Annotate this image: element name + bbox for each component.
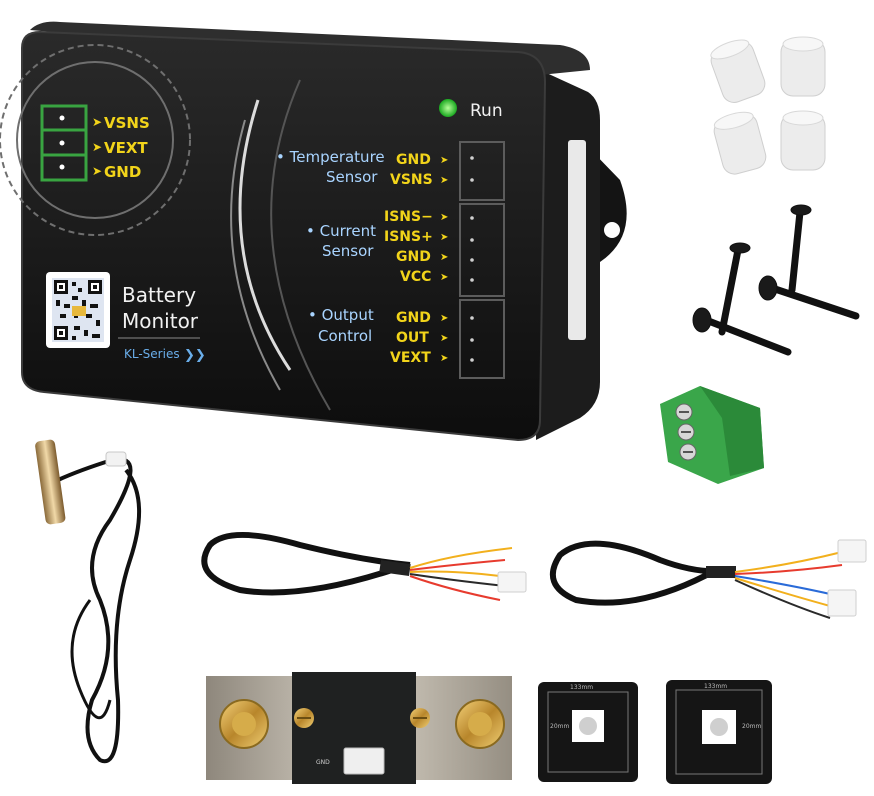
svg-text:➤: ➤ [440,252,448,263]
svg-text:➤: ➤ [92,140,102,154]
device-title-line1: Battery [122,283,196,307]
temp-label-1: • Temperature [276,148,385,166]
current-pin-vcc: VCC [400,269,431,285]
temperature-probe [35,439,141,764]
temp-label-2: Sensor [326,168,378,186]
device-title-line2: Monitor [122,309,199,333]
green-terminal-block [660,386,764,484]
output-label-2: Control [318,327,372,345]
current-sensor-cable [201,532,527,601]
current-pin-isns-plus: ISNS+ [384,229,433,245]
plate2-top-label: 133mm [704,683,727,690]
run-label: Run [470,101,503,121]
svg-text:➤: ➤ [440,272,448,283]
probe-connector [105,451,127,467]
temp-pin-vsns: VSNS [390,172,433,188]
screws [692,204,860,356]
svg-text:➤: ➤ [92,115,102,129]
output-pin-out: OUT [396,330,429,346]
svg-text:➤: ➤ [440,212,448,223]
shunt-resistor: GND [206,672,512,784]
nylon-spacers [710,36,826,175]
temp-pin-gnd: GND [396,152,431,168]
current-label-1: • Current [306,222,376,240]
left-terminal: ➤ ➤ ➤ VSNS VEXT GND [40,104,150,182]
output-pin-vext: VEXT [390,350,431,366]
side-connector-window [568,140,586,340]
svg-text:➤: ➤ [440,333,448,344]
battery-monitor-device: Run ➤ ➤ ➤ VSNS VEXT GND [0,21,627,442]
plate2-side-label: 20mm [742,723,761,730]
connector [837,539,867,563]
current-pin-isns-minus: ISNS− [384,209,433,225]
device-series: KL-Series [124,347,180,361]
svg-text:➤: ➤ [440,155,448,166]
shunt-pcb-label: GND [316,759,330,766]
output-pin-gnd: GND [396,310,431,326]
svg-text:➤: ➤ [440,353,448,364]
output-label-1: • Output [308,306,374,324]
left-pin-vsns: VSNS [104,114,150,132]
mounting-plate-1: 133mm 20mm [538,682,638,782]
mounting-hole [604,222,620,238]
connector [497,571,527,593]
svg-text:➤: ➤ [440,175,448,186]
output-cable [549,539,867,619]
right-pin-labels: GND VSNS ISNS− ISNS+ GND VCC GND OUT VEX… [384,152,433,366]
left-pin-gnd: GND [104,163,141,181]
svg-text:➤: ➤ [440,313,448,324]
current-pin-gnd: GND [396,249,431,265]
series-arrow: ❯❯ [184,348,206,363]
decorative-arcs [0,44,331,411]
svg-text:➤: ➤ [440,232,448,243]
right-connectors [459,141,505,379]
left-pin-vext: VEXT [104,139,148,157]
connector [827,589,857,617]
plate1-side-label: 20mm [550,723,569,730]
plate1-top-label: 133mm [570,684,593,691]
svg-text:➤: ➤ [92,164,102,178]
current-label-2: Sensor [322,242,374,260]
shunt-connector [343,747,385,775]
pin-arrows: ➤ ➤ ➤ ➤ ➤ ➤ ➤ ➤ ➤ [440,155,448,364]
probe-tip [35,439,66,525]
mounting-plate-2: 133mm 20mm [666,680,772,784]
run-led [439,99,457,117]
qr-code [46,272,110,348]
